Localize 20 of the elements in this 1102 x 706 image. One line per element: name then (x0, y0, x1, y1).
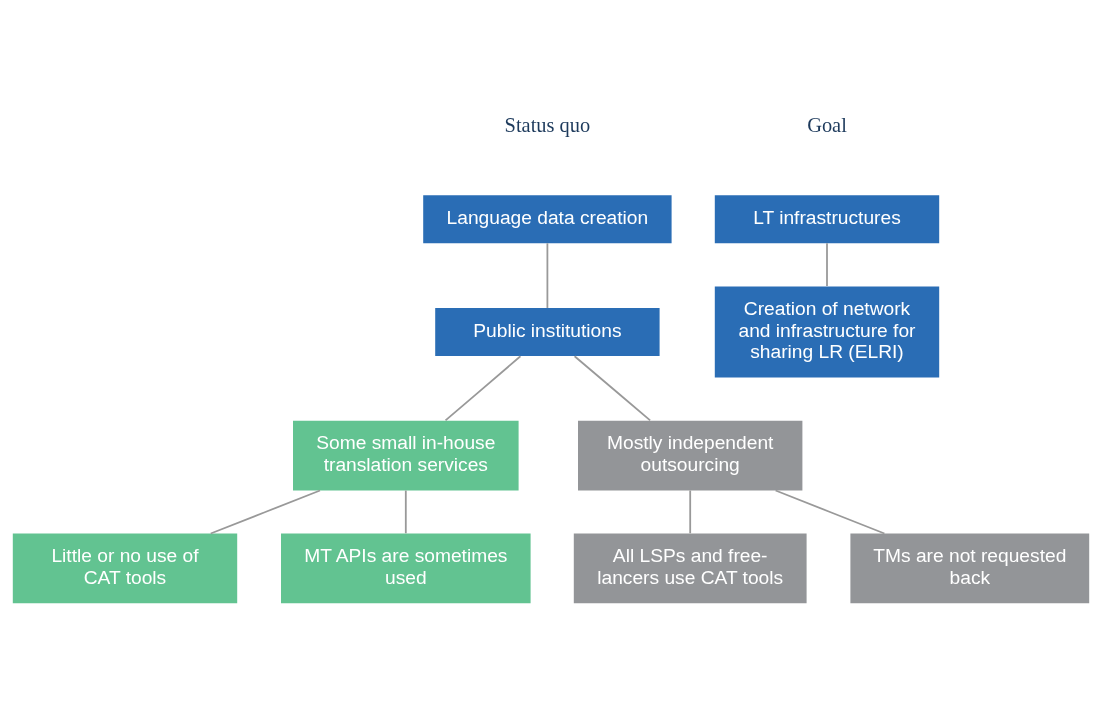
node-box: Mostly independent outsourcing (578, 420, 803, 491)
node-box: Language data creation (423, 195, 672, 244)
connector (774, 489, 886, 535)
node-box: TMs are not requested back (850, 533, 1090, 604)
label: Status quo (504, 114, 591, 137)
node-box: Public institutions (435, 308, 660, 356)
connector (444, 355, 522, 422)
label: Goal (807, 114, 847, 137)
node-box: LT infrastructures (714, 195, 940, 244)
node-box: MT APIs are sometimes used (281, 533, 531, 604)
node-box: Little or no use of CAT tools (12, 533, 238, 604)
connector (546, 242, 549, 309)
connector (689, 489, 692, 535)
connector (826, 242, 828, 287)
node-box: Creation of network and infrastructure for sharing LR (ELRI) (714, 286, 940, 378)
connector (209, 489, 321, 535)
connector (404, 489, 407, 535)
node-box: All LSPs and free-lancers use CAT tools (573, 533, 807, 604)
node-box: Some small in-house translation services (293, 420, 519, 491)
connector (573, 355, 652, 422)
